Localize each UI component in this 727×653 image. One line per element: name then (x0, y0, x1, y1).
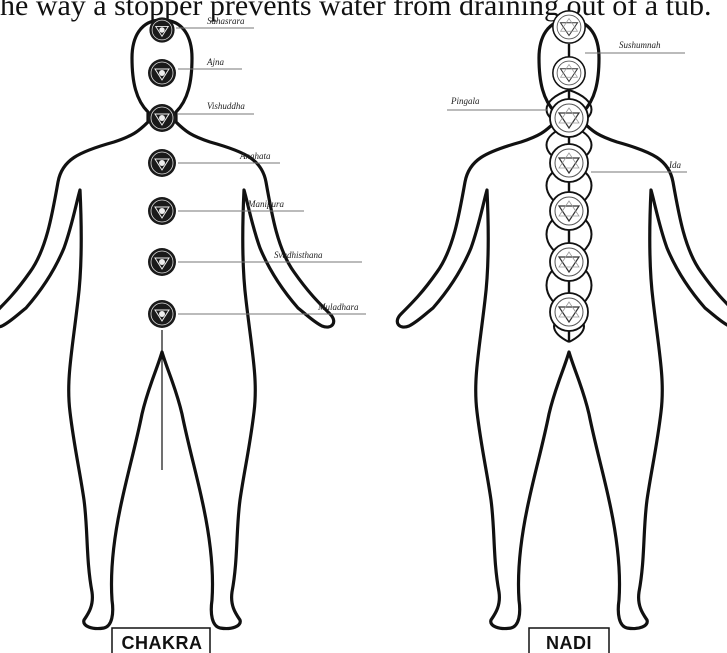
throat-lotus-icon (550, 99, 588, 137)
anahata-label: Anahata (239, 151, 271, 161)
root-lotus-icon (550, 293, 588, 331)
ajna-lotus-icon (553, 57, 585, 89)
sushumnah-label: Sushumnah (619, 40, 661, 50)
muladhara-chakra-icon (148, 300, 176, 328)
heart-lotus-icon (550, 144, 588, 182)
chakra-title: CHAKRA (122, 633, 203, 653)
sahasrara-label: Sahasrara (207, 16, 245, 26)
crown-lotus-icon (553, 11, 585, 43)
muladhara-label: Muladhara (317, 302, 359, 312)
nadi-figure: Sushumnah Pingala Ida NADI (397, 11, 727, 653)
chakra-figure: Sahasrara Ajna Vishuddha Anahata Manipur… (0, 16, 366, 653)
manipura-label: Manipura (247, 199, 285, 209)
ida-label: Ida (668, 160, 681, 170)
vishuddha-label: Vishuddha (207, 101, 245, 111)
sacral-lotus-icon (550, 243, 588, 281)
manipura-chakra-icon (148, 197, 176, 225)
svadhisthana-chakra-icon (148, 248, 176, 276)
nadi-title: NADI (546, 633, 592, 653)
ajna-chakra-icon (148, 59, 176, 87)
sahasrara-chakra-icon (149, 17, 174, 42)
vishuddha-chakra-icon (148, 104, 176, 132)
anahata-chakra-icon (148, 149, 176, 177)
pingala-label: Pingala (450, 96, 480, 106)
ajna-label: Ajna (206, 57, 224, 67)
navel-lotus-icon (550, 192, 588, 230)
svadhisthana-label: Svadhisthana (274, 250, 323, 260)
